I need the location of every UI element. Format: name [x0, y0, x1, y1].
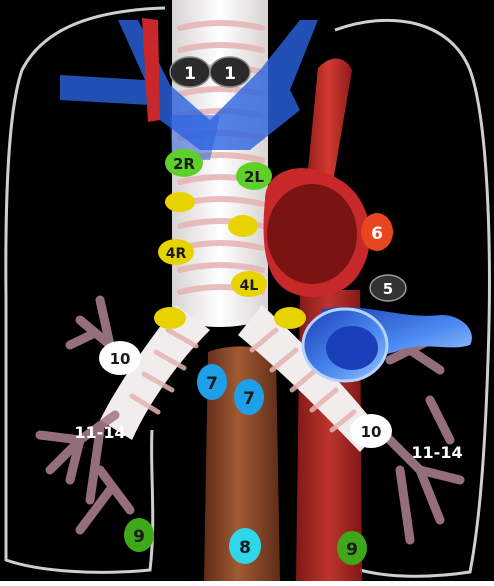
- station-8-label: 8: [239, 538, 251, 558]
- station-4r-node: 4R: [158, 239, 194, 265]
- station-7-upper-node: 7: [197, 364, 227, 400]
- station-1-left-node: 1: [170, 57, 210, 87]
- aortic-lumen: [267, 184, 357, 284]
- station-11-14-left-label: 11-14: [74, 423, 125, 442]
- station-9-left-label: 9: [133, 527, 145, 547]
- station-2l-label: 2L: [244, 168, 264, 186]
- station-7-lower-node: 7: [234, 379, 264, 415]
- station-10-left-label: 10: [110, 350, 131, 368]
- station-4l-upper-node: [228, 215, 258, 237]
- station-4l-node: 4L: [231, 271, 267, 297]
- station-4l-label: 4L: [240, 278, 259, 294]
- station-2r-label: 2R: [173, 155, 195, 173]
- station-8-node: 8: [229, 528, 261, 564]
- station-2l-node: 2L: [236, 162, 272, 190]
- station-4r-upper-node: [165, 192, 195, 212]
- station-5-label: 5: [383, 280, 393, 298]
- station-6-node: 6: [361, 213, 393, 251]
- station-4r-label: 4R: [166, 246, 187, 262]
- station-4l-lower-node: [274, 307, 306, 329]
- station-7-lower-label: 7: [243, 389, 255, 409]
- station-11-14-right-label: 11-14: [411, 443, 462, 462]
- station-6-label: 6: [371, 224, 383, 244]
- station-9-right-label: 9: [346, 540, 358, 560]
- station-9-right-node: 9: [337, 531, 367, 565]
- station-1-right-node: 1: [210, 57, 250, 87]
- station-7-upper-label: 7: [206, 374, 218, 394]
- station-4r-lower-node: [154, 307, 186, 329]
- pulmonary-trunk-lumen: [326, 326, 378, 370]
- station-10-right-node: 10: [350, 414, 392, 448]
- station-10-right-label: 10: [361, 423, 382, 441]
- station-2r-node: 2R: [165, 149, 203, 177]
- station-1-right-label: 1: [224, 64, 236, 84]
- station-1-left-label: 1: [184, 64, 196, 84]
- station-5-node: 5: [370, 275, 406, 301]
- station-9-left-node: 9: [124, 518, 154, 552]
- station-10-left-node: 10: [99, 341, 141, 375]
